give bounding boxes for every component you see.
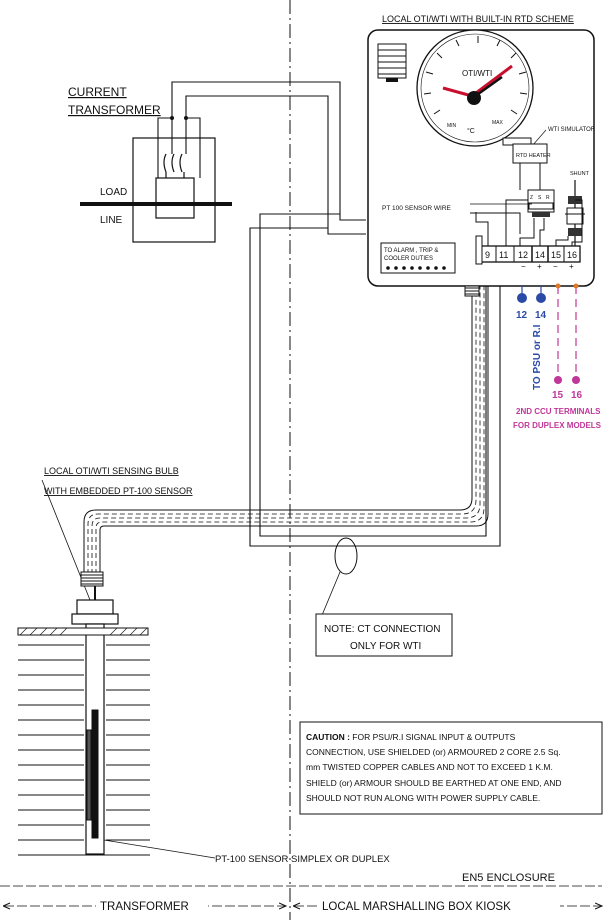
- wti-simulator-label: WTI SIMULATOR: [548, 127, 596, 133]
- orange-dot-16: [573, 283, 579, 289]
- ccu-label-1: 2ND CCU TERMINALS: [516, 407, 601, 416]
- caution-line-5: SHOULD NOT RUN ALONG WITH POWER SUPPLY C…: [306, 793, 540, 803]
- caution-line-4: SHIELD (or) ARMOUR SHOULD BE EARTHED AT …: [306, 778, 562, 788]
- rtd-heater-label: RTD HEATER: [516, 153, 551, 159]
- dial-title: OTI/WTI: [462, 69, 492, 78]
- red-pointer-upper: [471, 64, 513, 98]
- blue-terminal-12-label: 12: [516, 310, 528, 321]
- dial-unit: °C: [467, 127, 475, 135]
- ct-label-2: TRANSFORMER: [68, 103, 161, 117]
- sensor-cable: [83, 286, 489, 582]
- tank-cover: [17, 627, 149, 636]
- note-line-1: NOTE: CT CONNECTION: [324, 624, 440, 635]
- terminal-block: 9 11 12 14 15 16 − + − +: [475, 235, 581, 271]
- sensing-bulb: [71, 586, 119, 855]
- ct-label-1: CURRENT: [68, 85, 127, 99]
- pink-terminal-15-dot: [554, 376, 562, 384]
- rtd-heater-box: [512, 143, 548, 164]
- bulb-label-1: LOCAL OTI/WTI SENSING BULB: [44, 466, 179, 476]
- svg-text:S: S: [538, 195, 542, 201]
- dial-max: MAX: [492, 120, 504, 126]
- caution-label: CAUTION :: [306, 732, 350, 742]
- terminal-12: 12: [518, 250, 528, 260]
- transformer-label: TRANSFORMER: [100, 901, 189, 913]
- load-label: LOAD: [100, 187, 127, 198]
- rtd-module: Z S R: [527, 189, 555, 217]
- internal-wiring: [475, 163, 583, 246]
- caution-line-2: CONNECTION, USE SHIELDED (or) ARMOURED 2…: [306, 747, 561, 757]
- terminal-16: 16: [567, 250, 577, 260]
- svg-text:+: +: [569, 262, 574, 271]
- terminal-9: 9: [485, 250, 490, 260]
- cable-gland: [80, 285, 480, 587]
- ct-secondary-wires: [157, 81, 501, 547]
- svg-text:+: +: [537, 262, 542, 271]
- alarm-terminal-dots: [386, 266, 446, 270]
- alarm-label-2: COOLER DUTIES: [384, 256, 433, 262]
- bulb-label-2: WITH EMBEDDED PT-100 SENSOR: [44, 486, 193, 496]
- output-wires: [521, 286, 577, 376]
- caution-line-1: CAUTION : FOR PSU/R.I SIGNAL INPUT & OUT…: [306, 732, 516, 742]
- current-transformer: [132, 137, 216, 243]
- line-label: LINE: [100, 215, 123, 226]
- dial-min: MIN: [447, 123, 457, 129]
- oil-level-lines: [18, 644, 150, 856]
- dial-gauge: OTI/WTI MIN MAX °C: [416, 29, 534, 147]
- ccu-label-2: FOR DUPLEX MODELS: [513, 421, 602, 430]
- vent-grille: [377, 43, 407, 82]
- note-box: [315, 613, 453, 657]
- kiosk-label: LOCAL MARSHALLING BOX KIOSK: [322, 901, 511, 913]
- red-pointer: [442, 86, 473, 98]
- terminal-15: 15: [551, 250, 561, 260]
- terminal-14: 14: [535, 250, 545, 260]
- tank-cover-hatch: [19, 627, 148, 636]
- note-line-2: ONLY FOR WTI: [350, 641, 421, 652]
- blue-terminal-14-dot: [536, 293, 546, 303]
- blue-terminal-14-label: 14: [535, 310, 547, 321]
- pink-terminal-16-dot: [572, 376, 580, 384]
- pink-terminal-16-label: 16: [571, 390, 583, 401]
- enclosure-label: EN5 ENCLOSURE: [462, 872, 555, 884]
- caution-line-3: mm TWISTED COPPER CABLES AND NOT TO EXCE…: [306, 762, 553, 772]
- svg-text:Z: Z: [530, 195, 533, 201]
- scheme-title: LOCAL OTI/WTI WITH BUILT-IN RTD SCHEME: [382, 14, 574, 24]
- pink-terminal-15-label: 15: [552, 390, 564, 401]
- ct-cable-bundle: [334, 537, 358, 575]
- pt100-wire-label: PT 100 SENSOR WIRE: [382, 205, 452, 212]
- terminal-11: 11: [499, 250, 508, 260]
- pointer-hub: [467, 91, 481, 105]
- svg-text:−: −: [521, 262, 526, 271]
- svg-text:R: R: [546, 195, 550, 201]
- svg-text:−: −: [553, 262, 558, 271]
- pt100-internal-wire: [470, 212, 521, 234]
- psu-label: TO PSU or R.I: [532, 324, 543, 390]
- blue-terminal-12-dot: [517, 293, 527, 303]
- shunt-label: SHUNT: [570, 171, 590, 177]
- alarm-label-1: TO ALARM , TRIP &: [384, 248, 438, 254]
- caution-box: [299, 721, 603, 815]
- orange-dot-15: [555, 283, 561, 289]
- sensor-label: PT-100 SENSOR SIMPLEX OR DUPLEX: [215, 854, 390, 865]
